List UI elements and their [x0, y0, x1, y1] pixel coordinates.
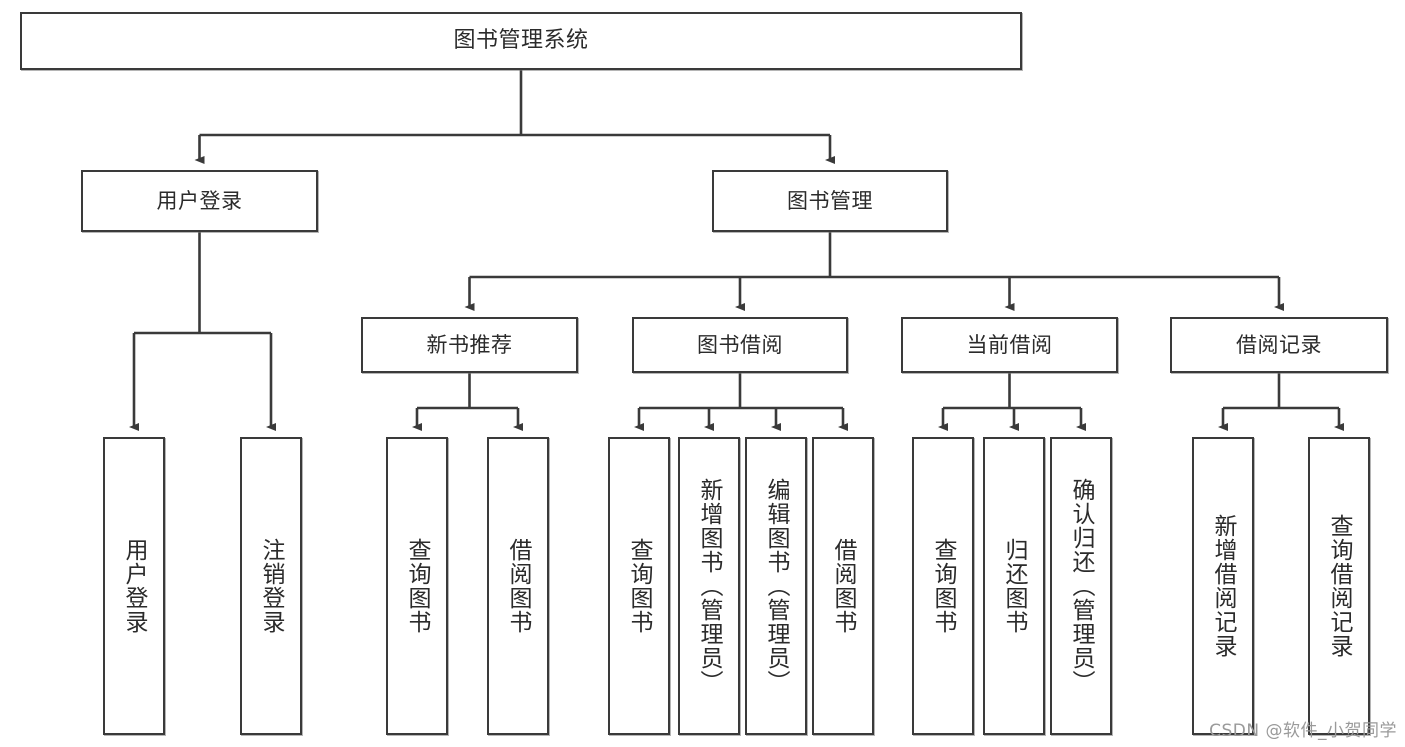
node-leaf-borrow-4[interactable]: 借阅图书 [812, 437, 874, 735]
node-login[interactable]: 用户登录 [81, 170, 318, 232]
node-leaf-login-1[interactable]: 用户登录 [103, 437, 165, 735]
node-label: 图书借阅 [697, 332, 783, 357]
node-leaf-new-2[interactable]: 借阅图书 [487, 437, 549, 735]
node-leaf-new-1[interactable]: 查询图书 [386, 437, 448, 735]
node-current[interactable]: 当前借阅 [901, 317, 1118, 373]
node-label: 借阅图书 [505, 538, 532, 634]
node-label: 查询图书 [404, 538, 431, 634]
node-label: 新增借阅记录 [1210, 514, 1237, 658]
node-label: 用户登录 [121, 538, 148, 634]
node-label: 当前借阅 [966, 332, 1053, 357]
node-leaf-cur-2[interactable]: 归还图书 [983, 437, 1045, 735]
node-label: 图书管理 [787, 188, 873, 213]
node-leaf-borrow-1[interactable]: 查询图书 [608, 437, 670, 735]
node-label: 用户登录 [156, 188, 243, 213]
node-label: 新增图书（管理员） [696, 478, 723, 694]
node-label: 查询图书 [626, 538, 653, 634]
node-newbook[interactable]: 新书推荐 [361, 317, 578, 373]
node-label: 注销登录 [258, 538, 285, 634]
node-label: 编辑图书（管理员） [763, 478, 790, 694]
node-label: 确认归还（管理员） [1068, 478, 1095, 694]
node-root[interactable]: 图书管理系统 [20, 12, 1022, 70]
node-leaf-borrow-3[interactable]: 编辑图书（管理员） [745, 437, 807, 735]
node-borrow[interactable]: 图书借阅 [632, 317, 848, 373]
node-label: 新书推荐 [426, 332, 513, 357]
node-label: 借阅图书 [830, 538, 857, 634]
csdn-watermark: CSDN @软件_小贺同学 [1209, 721, 1397, 741]
node-label: 图书管理系统 [453, 28, 589, 54]
node-leaf-cur-1[interactable]: 查询图书 [912, 437, 974, 735]
node-label: 归还图书 [1001, 538, 1028, 634]
node-label: 查询图书 [930, 538, 957, 634]
node-leaf-rec-2[interactable]: 查询借阅记录 [1308, 437, 1370, 735]
node-label: 借阅记录 [1236, 332, 1322, 357]
node-leaf-rec-1[interactable]: 新增借阅记录 [1192, 437, 1254, 735]
node-leaf-login-2[interactable]: 注销登录 [240, 437, 302, 735]
node-records[interactable]: 借阅记录 [1170, 317, 1388, 373]
node-label: 查询借阅记录 [1326, 514, 1353, 658]
node-leaf-cur-3[interactable]: 确认归还（管理员） [1050, 437, 1112, 735]
node-leaf-borrow-2[interactable]: 新增图书（管理员） [678, 437, 740, 735]
node-bookmgmt[interactable]: 图书管理 [712, 170, 948, 232]
